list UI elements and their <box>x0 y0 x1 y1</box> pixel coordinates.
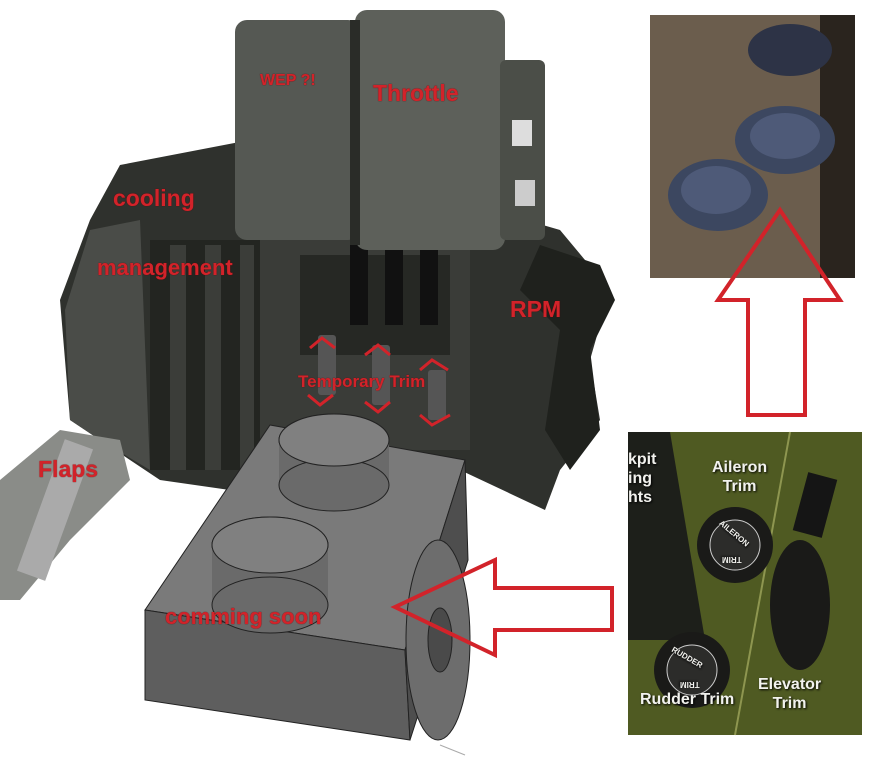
aileron-knob-trim-text: TRIM <box>722 555 742 564</box>
label-line: kpit <box>628 451 657 468</box>
label-line: hts <box>628 489 652 506</box>
label-rudder-trim: Rudder Trim <box>640 691 735 708</box>
label-cooling: cooling <box>113 185 195 211</box>
label-cockpit-lights-partial: kpit ing hts <box>628 450 656 507</box>
label-elevator-trim: Elevator Trim <box>758 675 821 713</box>
trim-panel-inset <box>628 431 862 736</box>
label-coming-soon: comming soon <box>165 604 322 629</box>
label-line: ing <box>628 470 652 487</box>
red-arrow-up <box>714 206 844 417</box>
label-line: Trim <box>772 695 807 712</box>
label-wep: WEP ?! <box>260 72 316 89</box>
label-line: Elevator <box>758 676 822 693</box>
temporary-trim-markers <box>307 336 451 427</box>
label-line: Aileron <box>712 459 768 476</box>
label-temporary-trim: Temporary Trim <box>298 372 426 391</box>
label-throttle: Throttle <box>373 80 459 106</box>
lego-brick-illustration <box>144 413 471 756</box>
label-management: management <box>97 255 233 280</box>
knobs-photo-inset <box>650 15 855 278</box>
rudder-knob-trim-text: TRIM <box>680 680 700 689</box>
label-flaps: Flaps <box>38 456 99 482</box>
label-line: Trim <box>722 478 757 495</box>
red-arrow-left <box>390 556 614 659</box>
label-rpm: RPM <box>510 296 562 322</box>
throttle-quadrant-photo <box>0 10 615 600</box>
label-aileron-trim: Aileron Trim <box>712 458 767 496</box>
